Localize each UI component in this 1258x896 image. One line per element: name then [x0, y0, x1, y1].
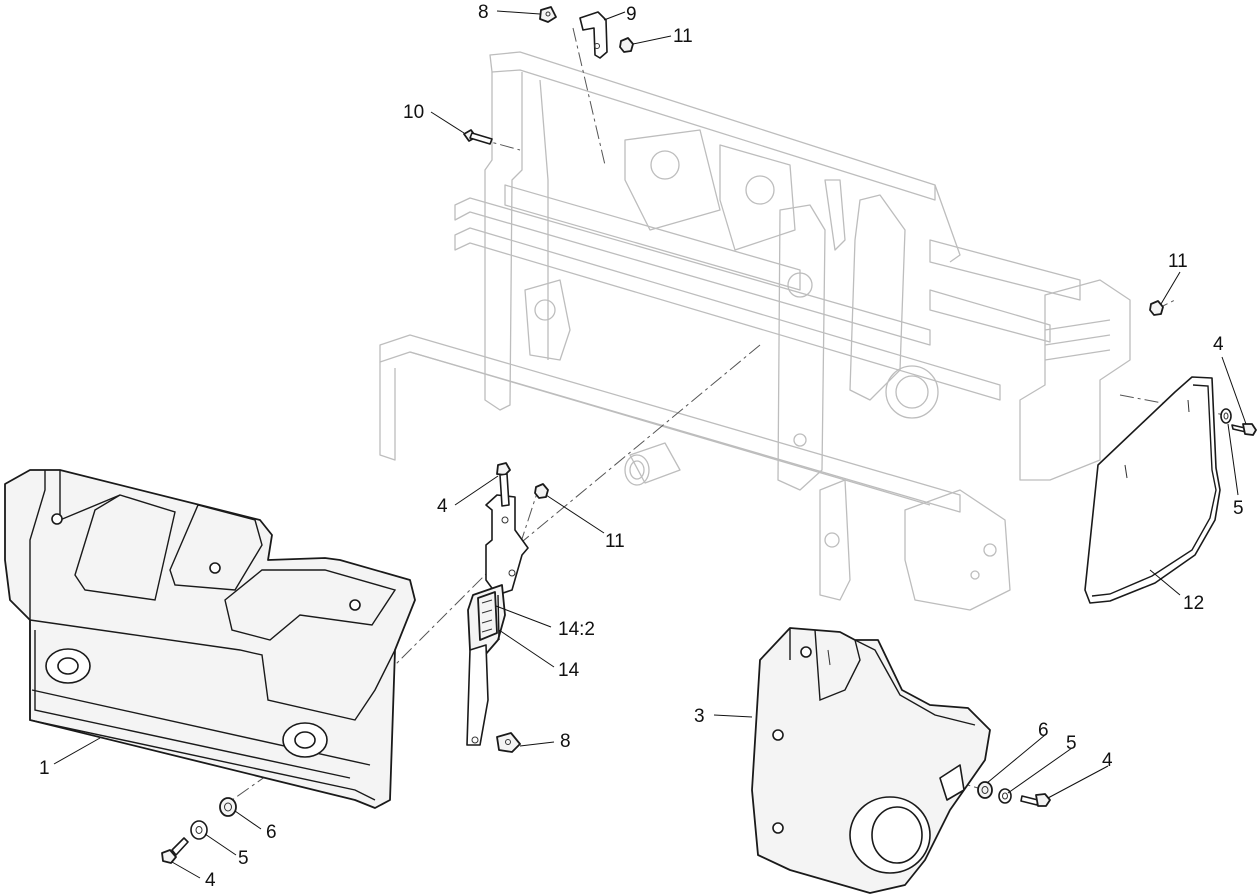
callout-9: 9	[626, 4, 637, 25]
callout-14-2: 14:2	[558, 619, 595, 640]
callout-4-lower: 4	[1102, 750, 1113, 771]
part-4-bolt-left	[161, 837, 189, 864]
callout-14: 14	[558, 660, 580, 681]
callout-4-right: 4	[1213, 334, 1224, 355]
part-9-bracket	[579, 11, 608, 59]
part-11-nut-right	[1149, 300, 1164, 316]
part-1-cover	[4, 469, 416, 809]
part-6-spacer-right	[977, 781, 993, 799]
part-8-clip-nut-bottom	[496, 732, 521, 753]
part-11-nut-mid	[534, 483, 549, 499]
main-frame-ghost	[379, 51, 1131, 611]
callout-6-left: 6	[266, 822, 277, 843]
callout-11-top: 11	[673, 26, 693, 47]
callout-4-mid: 4	[437, 496, 448, 517]
part-11-nut-top	[619, 37, 634, 53]
part-4-bolt-right	[1231, 423, 1257, 436]
part-6-spacer-left	[219, 797, 237, 817]
callout-4-left: 4	[205, 870, 216, 891]
part-4-bolt-mid	[496, 462, 511, 507]
callout-labels: 8 9 11 10 11 4 5 12 4 11 14:2 14 8 3 6 5…	[39, 2, 1244, 891]
part-8-clip-nut-top	[539, 6, 557, 23]
part-5-washer-left	[190, 820, 208, 840]
leader-lines	[53, 10, 1247, 879]
callout-3: 3	[694, 706, 705, 727]
part-3-cover	[751, 627, 991, 894]
part-5-washer-right	[1220, 408, 1232, 424]
part-14-2-decal	[477, 591, 498, 641]
callout-1: 1	[39, 758, 50, 779]
callout-8-top: 8	[478, 2, 489, 23]
callout-5-right: 5	[1233, 498, 1244, 519]
callout-12: 12	[1183, 593, 1204, 614]
callout-11-mid: 11	[605, 531, 625, 552]
part-5-washer-lower	[998, 788, 1012, 804]
part-10-bolt	[463, 129, 493, 145]
part-4-bolt-lower	[1020, 793, 1051, 807]
callout-8-bottom: 8	[560, 731, 571, 752]
callout-11-right: 11	[1168, 251, 1188, 272]
part-12-plate	[1084, 376, 1221, 604]
callout-5-left: 5	[238, 848, 249, 869]
part-14-bracket	[466, 494, 529, 746]
callout-10: 10	[403, 102, 424, 123]
callout-5-lower: 5	[1066, 733, 1077, 754]
callout-6-right: 6	[1038, 720, 1049, 741]
